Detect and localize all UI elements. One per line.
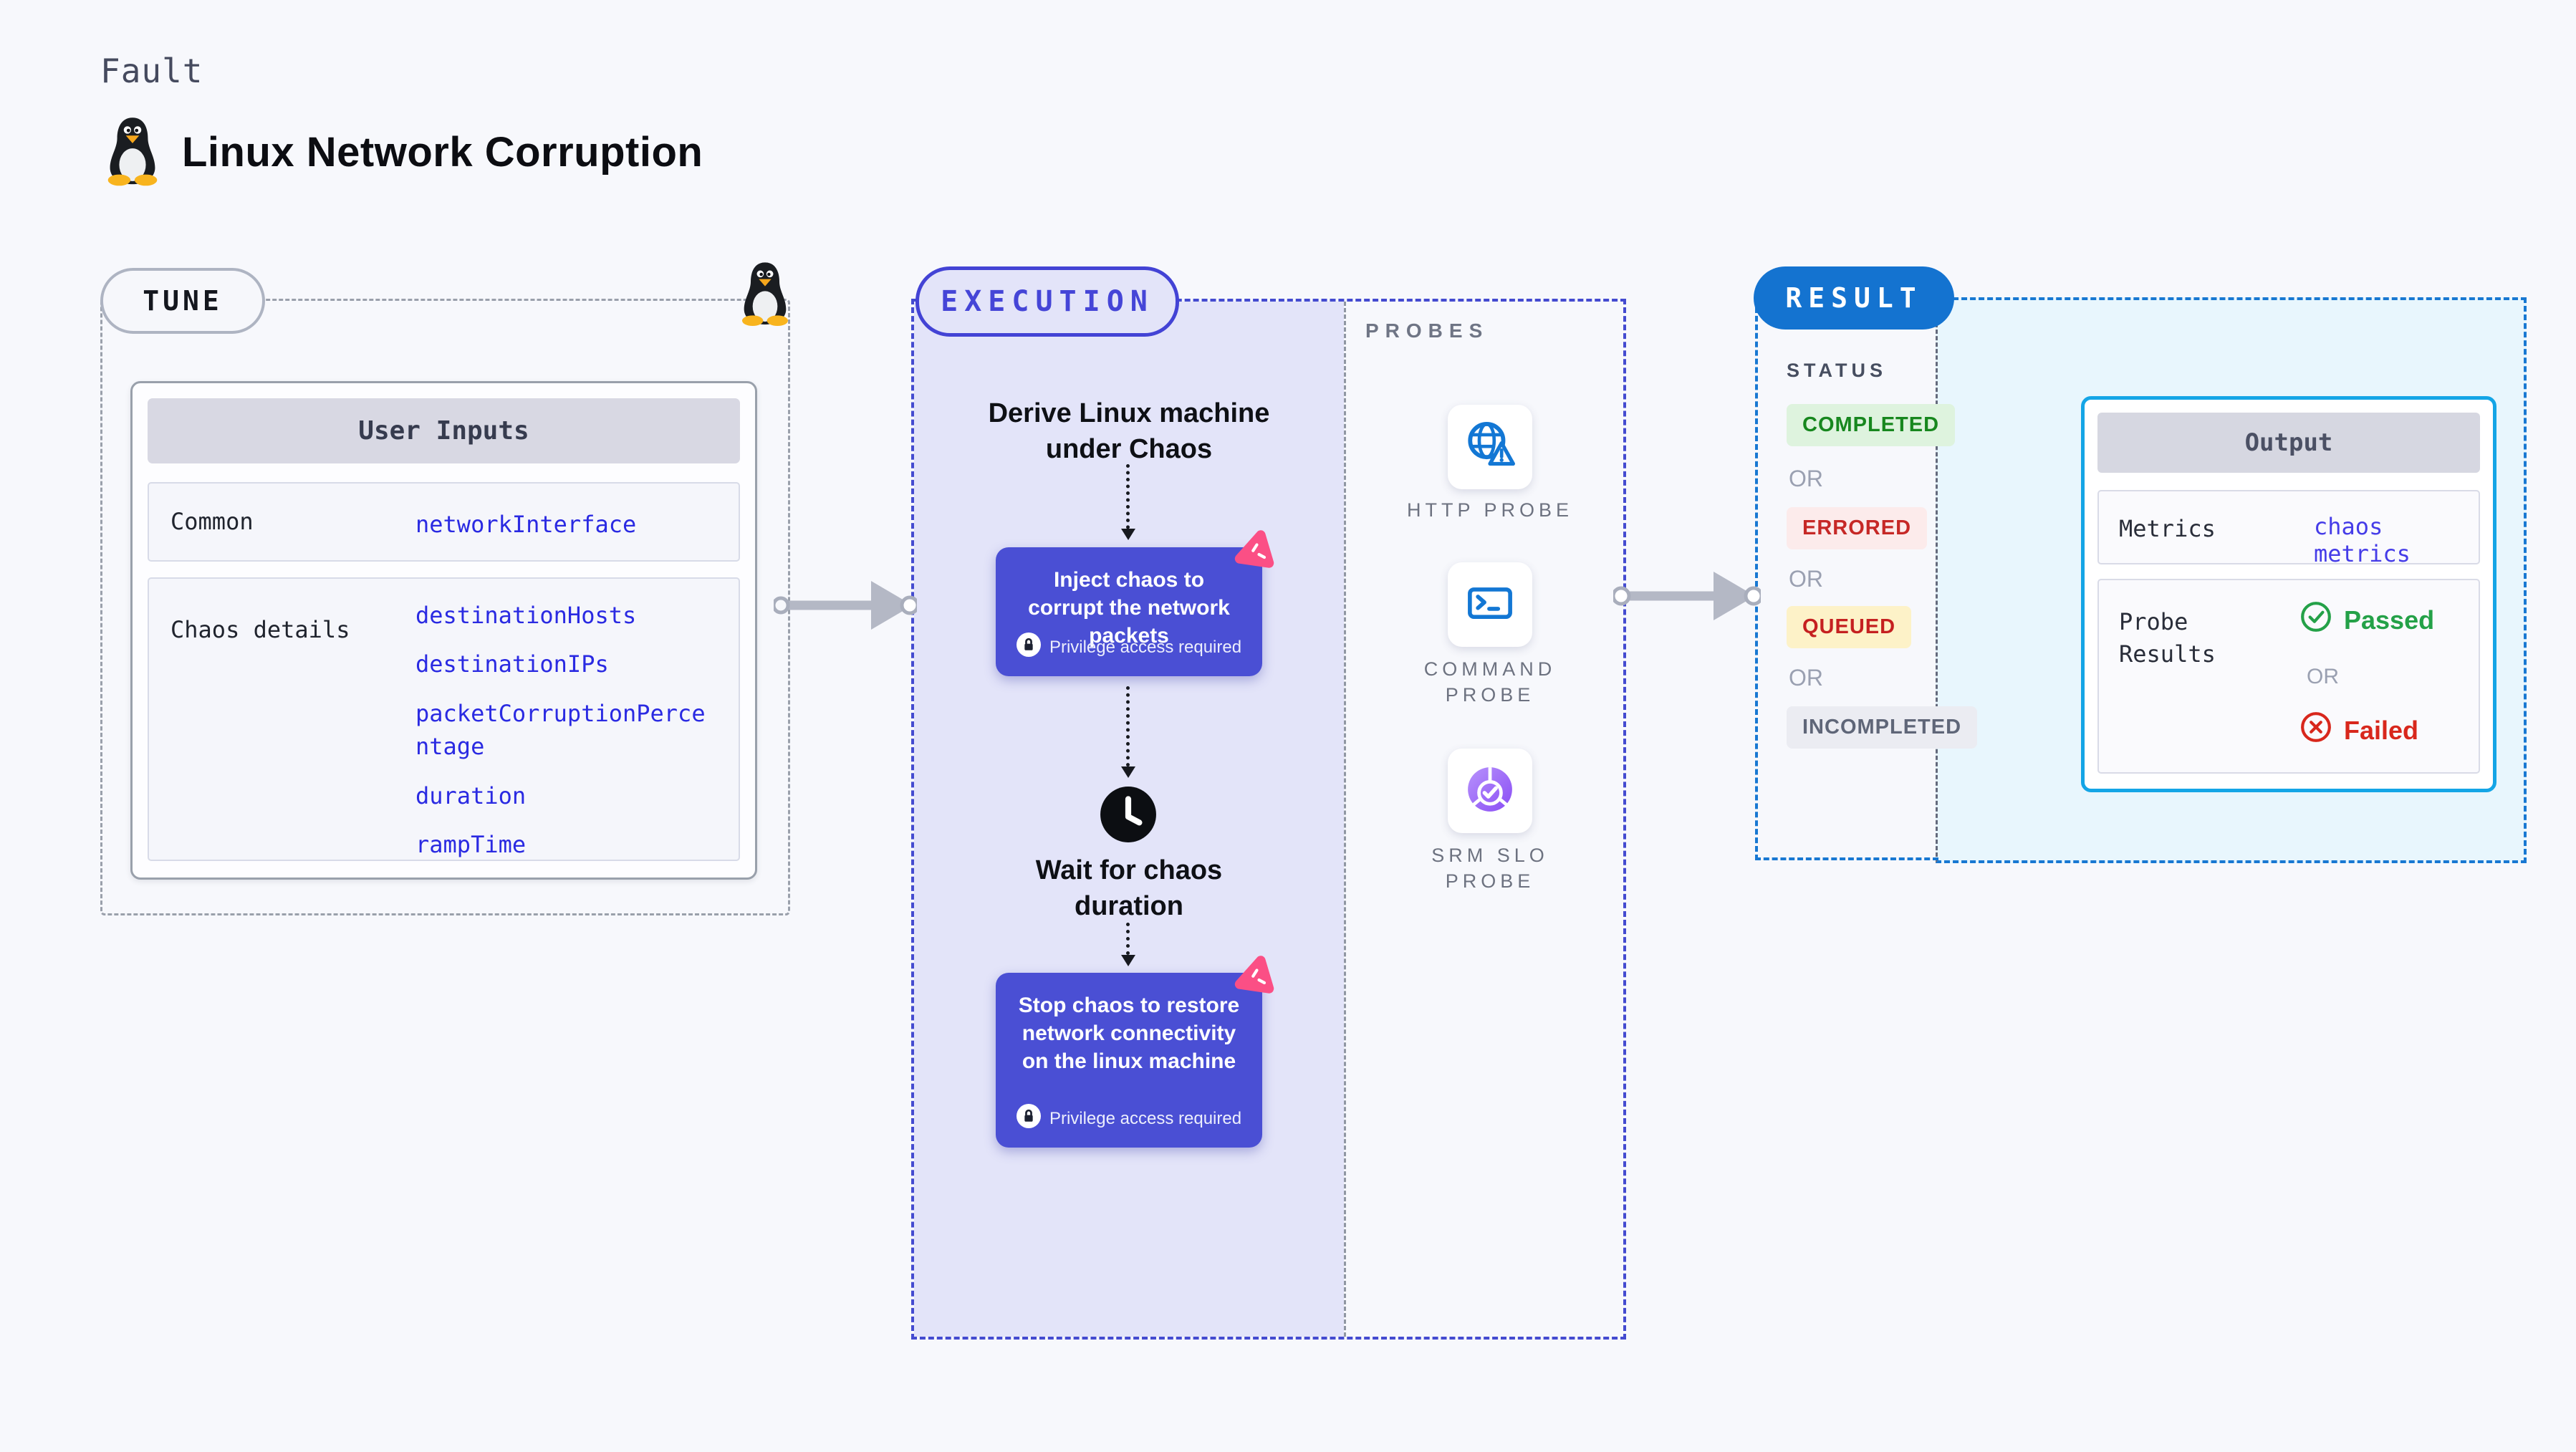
result-status-column: [1755, 299, 1938, 860]
output-card: Output Metrics chaos metrics Probe Resul…: [2081, 396, 2496, 792]
chaos-litmus-icon: [1234, 951, 1281, 1002]
input-row-common: Common networkInterface: [148, 482, 740, 562]
tune-badge: TUNE: [100, 268, 265, 334]
status-badge-queued: QUEUED: [1787, 606, 1912, 648]
input-row-label: Chaos details: [170, 616, 350, 643]
metrics-row: Metrics chaos metrics: [2097, 490, 2480, 567]
execution-badge: EXECUTION: [915, 266, 1179, 337]
result-badge: RESULT: [1754, 266, 1954, 330]
derive-step-title: Derive Linux machine under Chaos: [988, 398, 1270, 465]
input-row-chaos-details: Chaos details destinationHosts destinati…: [148, 577, 740, 861]
tune-to-execution-arrow: [774, 581, 917, 630]
check-circle-icon: [2299, 600, 2332, 640]
status-badge-errored: ERRORED: [1787, 507, 1928, 549]
input-row-label: Common: [170, 508, 254, 535]
wait-clock-icon: [1099, 785, 1158, 847]
privilege-note: Privilege access required: [996, 1104, 1262, 1133]
metrics-label: Metrics: [2119, 515, 2216, 542]
privilege-note: Privilege access required: [996, 633, 1262, 662]
failed-result: Failed: [2299, 711, 2418, 750]
probe-results-row: Probe Results Passed OR F: [2097, 579, 2480, 774]
probes-label: PROBES: [1365, 319, 1489, 342]
srm-slo-probe-card: [1448, 749, 1532, 833]
status-badge-incompleted: INCOMPLETED: [1787, 706, 1978, 749]
probes-left-border: [1344, 302, 1346, 1337]
command-probe-label: COMMAND PROBE: [1423, 658, 1557, 706]
stop-chaos-node: Stop chaos to restore network connectivi…: [996, 956, 1274, 1148]
flow-arrow-down: [1121, 686, 1135, 778]
srm-slo-probe-label: SRM SLO PROBE: [1431, 845, 1549, 893]
command-probe-card: [1448, 562, 1532, 647]
chaos-litmus-icon: [1234, 526, 1281, 577]
probes-to-result-arrow: [1613, 572, 1761, 620]
user-inputs-card: User Inputs Common networkInterface Chao…: [130, 381, 757, 880]
title-row: Linux Network Corruption: [102, 115, 703, 190]
stop-step-text: Stop chaos to restore network connectivi…: [1018, 994, 1240, 1073]
flow-arrow-down: [1121, 464, 1135, 540]
fault-kicker: Fault: [100, 52, 203, 90]
input-row-values: networkInterface: [415, 511, 637, 538]
status-label: STATUS: [1787, 360, 1887, 381]
user-inputs-header: User Inputs: [148, 398, 740, 463]
input-row-values: destinationHosts destinationIPs packetCo…: [415, 602, 706, 858]
flow-arrow-down: [1121, 923, 1135, 966]
slo-pie-check-icon: [1463, 762, 1517, 820]
output-header: Output: [2097, 413, 2480, 473]
metrics-value: chaos metrics: [2314, 513, 2411, 567]
or-separator: OR: [1789, 466, 1823, 491]
or-separator: OR: [1789, 665, 1823, 691]
tux-penguin-icon: [102, 115, 163, 190]
lock-icon: [1016, 633, 1041, 662]
page-title: Linux Network Corruption: [182, 129, 703, 176]
tux-penguin-icon: [736, 259, 794, 330]
probe-results-label: Probe Results: [2119, 608, 2216, 668]
globe-alert-icon: [1464, 419, 1517, 476]
wait-step-title: Wait for chaos duration: [1035, 855, 1223, 922]
or-separator: OR: [2307, 665, 2339, 688]
status-badge-completed: COMPLETED: [1787, 404, 1956, 446]
passed-result: Passed: [2299, 600, 2434, 640]
or-separator: OR: [1789, 566, 1823, 592]
http-probe-label: HTTP PROBE: [1406, 499, 1574, 521]
inject-chaos-node: Inject chaos to corrupt the network pack…: [996, 530, 1274, 676]
inject-step-text: Inject chaos to corrupt the network pack…: [1028, 568, 1230, 648]
lock-icon: [1016, 1104, 1041, 1133]
terminal-icon: [1464, 577, 1516, 633]
http-probe-card: [1448, 405, 1532, 489]
x-circle-icon: [2299, 711, 2332, 750]
